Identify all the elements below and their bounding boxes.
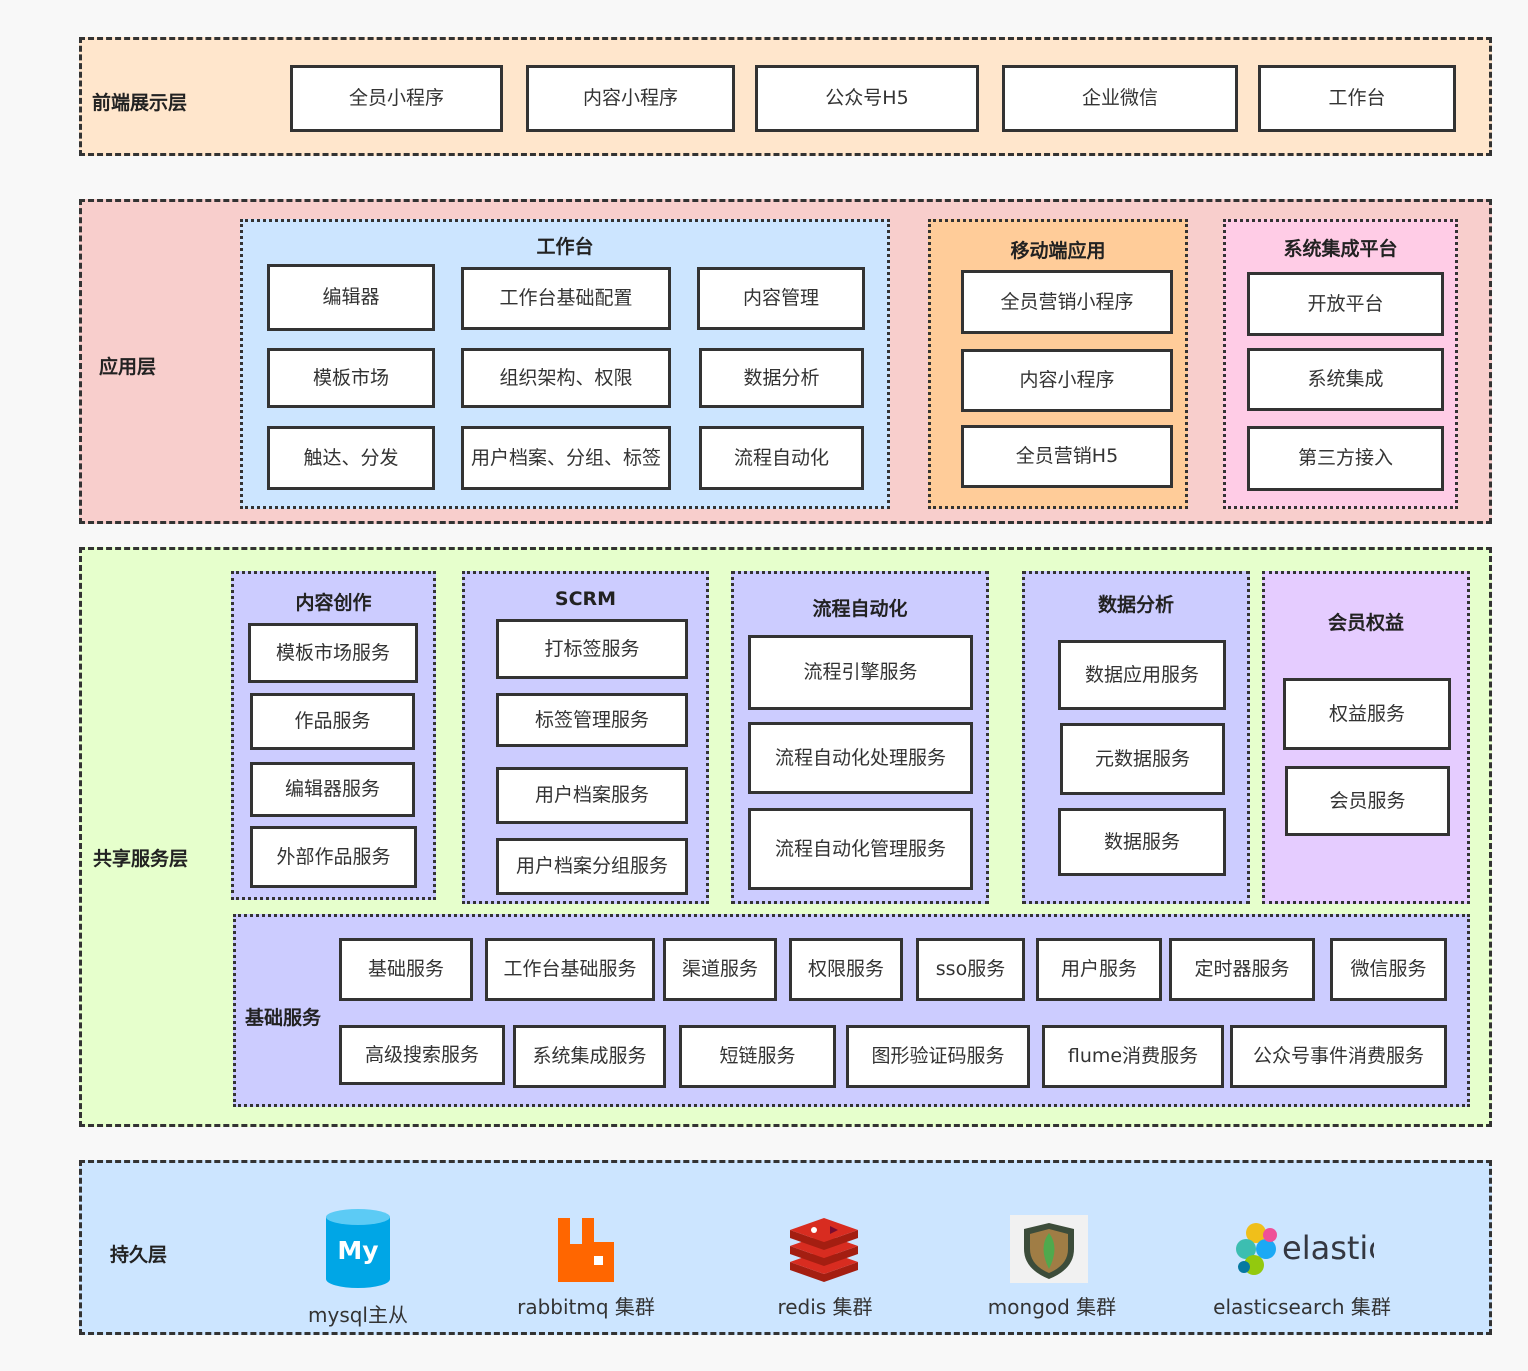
scrm-item: 用户档案分组服务 [496, 838, 688, 895]
integration-item: 开放平台 [1247, 272, 1444, 336]
frontend-layer-label: 前端展示层 [92, 92, 188, 114]
workbench-item: 工作台基础配置 [461, 267, 671, 330]
analytics-group: 数据分析 数据应用服务 元数据服务 数据服务 [1022, 571, 1250, 904]
elasticsearch-caption: elasticsearch 集群 [1213, 1295, 1391, 1319]
basic-services-title: 基础服务 [245, 1007, 322, 1029]
persistence-layer-label: 持久层 [110, 1244, 168, 1266]
basic-service-item: 工作台基础服务 [485, 938, 655, 1001]
scrm-item: 用户档案服务 [496, 767, 688, 824]
mobile-app-title: 移动端应用 [1010, 240, 1106, 262]
basic-service-item: sso服务 [916, 938, 1025, 1001]
workbench-item: 流程自动化 [699, 426, 864, 490]
basic-service-item: 定时器服务 [1169, 938, 1315, 1001]
frontend-layer: 前端展示层 全员小程序 内容小程序 公众号H5 企业微信 工作台 [79, 37, 1492, 156]
workbench-item: 模板市场 [267, 348, 435, 408]
member-benefits-title: 会员权益 [1327, 612, 1404, 634]
redis-caption: redis 集群 [777, 1295, 873, 1319]
basic-service-item: 渠道服务 [663, 938, 777, 1001]
workbench-item: 用户档案、分组、标签 [461, 426, 671, 490]
workbench-title: 工作台 [536, 236, 594, 258]
frontend-item: 内容小程序 [526, 65, 735, 132]
workflow-title: 流程自动化 [812, 598, 908, 620]
mongodb-icon [1010, 1215, 1088, 1283]
basic-service-item: flume消费服务 [1042, 1025, 1224, 1088]
mobile-app-item: 全员营销小程序 [961, 270, 1173, 334]
basic-services-group: 基础服务 基础服务 工作台基础服务 渠道服务 权限服务 sso服务 用户服务 定… [233, 914, 1470, 1107]
workflow-item: 流程自动化处理服务 [748, 722, 973, 794]
mysql-icon-text: My [337, 1236, 378, 1265]
shared-service-layer-label: 共享服务层 [93, 848, 189, 870]
mobile-app-group: 移动端应用 全员营销小程序 内容小程序 全员营销H5 [928, 219, 1188, 509]
scrm-item: 打标签服务 [496, 619, 688, 679]
basic-service-item: 权限服务 [789, 938, 903, 1001]
frontend-item: 全员小程序 [290, 65, 503, 132]
integration-item: 第三方接入 [1247, 426, 1444, 491]
mysql-icon: My [326, 1209, 390, 1288]
persistence-layer: 持久层 My mysql主从 rabbitmq 集群 redis 集群 mong… [79, 1160, 1492, 1335]
analytics-item: 数据应用服务 [1058, 640, 1226, 710]
workbench-item: 触达、分发 [267, 426, 435, 490]
workbench-item: 编辑器 [267, 264, 435, 331]
basic-service-item: 系统集成服务 [513, 1025, 666, 1088]
content-creation-item: 模板市场服务 [248, 623, 418, 683]
mysql-caption: mysql主从 [308, 1303, 408, 1327]
member-benefits-group: 会员权益 权益服务 会员服务 [1262, 571, 1470, 904]
analytics-item: 数据服务 [1058, 808, 1226, 876]
workflow-item: 流程自动化管理服务 [748, 808, 973, 890]
workbench-item: 组织架构、权限 [461, 348, 671, 408]
scrm-item: 标签管理服务 [496, 693, 688, 747]
basic-service-item: 高级搜索服务 [339, 1025, 505, 1085]
rabbitmq-caption: rabbitmq 集群 [517, 1295, 655, 1319]
workflow-group: 流程自动化 流程引擎服务 流程自动化处理服务 流程自动化管理服务 [731, 571, 989, 904]
basic-service-item: 短链服务 [679, 1025, 836, 1088]
mobile-app-item: 全员营销H5 [961, 425, 1173, 488]
scrm-title: SCRM [554, 588, 617, 610]
workbench-item: 数据分析 [699, 348, 864, 408]
content-creation-item: 编辑器服务 [250, 762, 415, 817]
frontend-item: 企业微信 [1002, 65, 1238, 132]
elastic-icon-text: elastic [1282, 1229, 1374, 1267]
content-creation-title: 内容创作 [295, 592, 372, 614]
workbench-item: 内容管理 [697, 267, 865, 330]
workflow-item: 流程引擎服务 [748, 635, 973, 710]
member-benefits-item: 会员服务 [1285, 766, 1450, 836]
workbench-group: 工作台 编辑器 工作台基础配置 内容管理 模板市场 组织架构、权限 数据分析 触… [240, 219, 890, 509]
shared-service-layer: 共享服务层 内容创作 模板市场服务 作品服务 编辑器服务 外部作品服务 SCRM… [79, 547, 1492, 1127]
content-creation-item: 作品服务 [250, 693, 415, 750]
integration-item: 系统集成 [1247, 348, 1444, 411]
content-creation-group: 内容创作 模板市场服务 作品服务 编辑器服务 外部作品服务 [231, 571, 436, 900]
content-creation-item: 外部作品服务 [250, 826, 417, 888]
application-layer: 应用层 工作台 编辑器 工作台基础配置 内容管理 模板市场 组织架构、权限 数据… [79, 199, 1492, 524]
integration-title: 系统集成平台 [1283, 238, 1398, 260]
analytics-title: 数据分析 [1097, 594, 1174, 616]
mongodb-caption: mongod 集群 [987, 1295, 1117, 1319]
mobile-app-item: 内容小程序 [961, 349, 1173, 412]
elastic-icon: elastic [1236, 1223, 1374, 1275]
redis-icon [790, 1218, 858, 1282]
analytics-item: 元数据服务 [1060, 723, 1225, 795]
basic-service-item: 图形验证码服务 [846, 1025, 1030, 1088]
member-benefits-item: 权益服务 [1283, 678, 1451, 750]
frontend-item: 工作台 [1258, 65, 1456, 132]
basic-service-item: 基础服务 [339, 938, 473, 1001]
scrm-group: SCRM 打标签服务 标签管理服务 用户档案服务 用户档案分组服务 [462, 571, 709, 904]
application-layer-label: 应用层 [99, 356, 157, 378]
basic-service-item: 公众号事件消费服务 [1230, 1025, 1447, 1088]
basic-service-item: 微信服务 [1330, 938, 1447, 1001]
basic-service-item: 用户服务 [1036, 938, 1162, 1001]
rabbitmq-icon [558, 1218, 614, 1282]
integration-group: 系统集成平台 开放平台 系统集成 第三方接入 [1223, 219, 1458, 509]
frontend-item: 公众号H5 [755, 65, 979, 132]
